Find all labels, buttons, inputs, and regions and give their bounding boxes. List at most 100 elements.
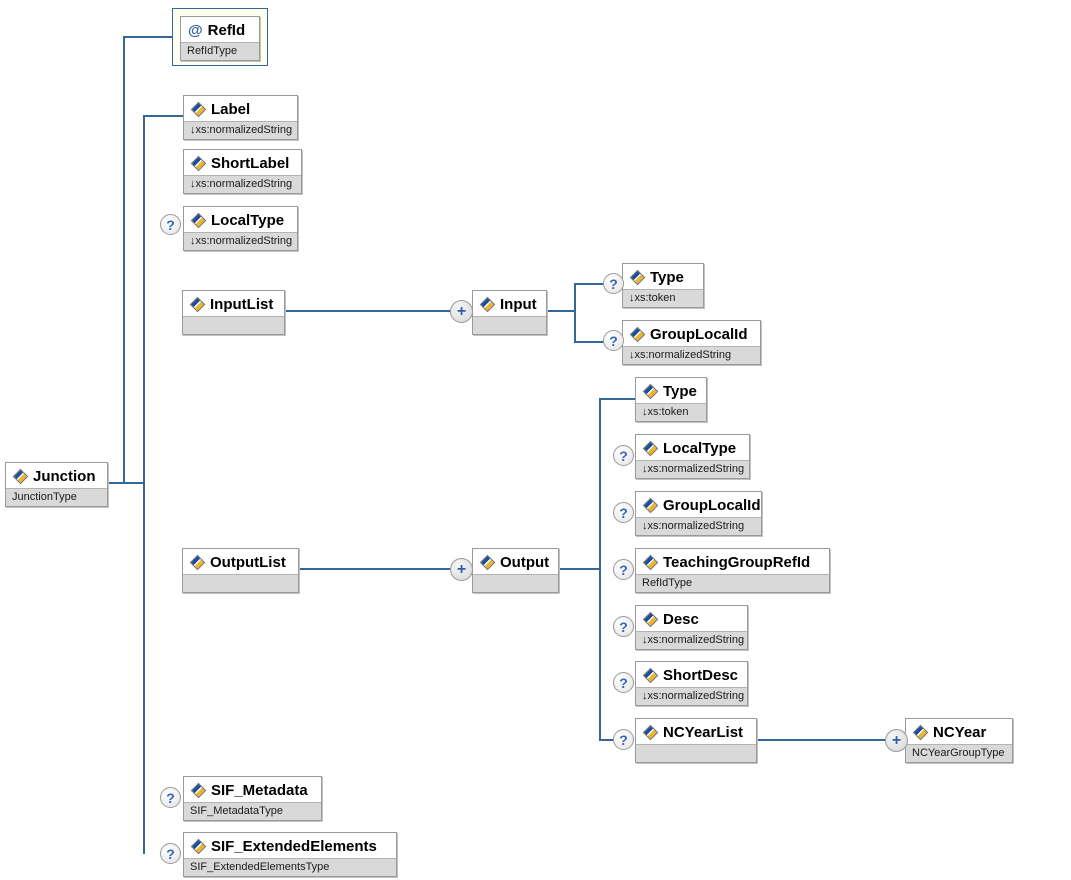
element-name: LocalType <box>663 439 737 457</box>
element-icon <box>629 326 646 342</box>
repeat-icon[interactable]: + <box>450 558 473 581</box>
element-icon <box>642 724 659 740</box>
element-name: SIF_Metadata <box>211 781 308 799</box>
element-type: ↓xs:normalizedString <box>623 346 760 364</box>
element-type: ↓xs:normalizedString <box>184 232 297 250</box>
element-type: RefIdType <box>636 574 829 592</box>
connector-line <box>559 568 601 570</box>
element-localtype[interactable]: LocalType ↓xs:normalizedString <box>183 206 298 251</box>
connector-line <box>143 115 145 854</box>
element-sif-metadata[interactable]: SIF_Metadata SIF_MetadataType <box>183 776 322 821</box>
optional-icon: ? <box>613 502 634 523</box>
element-icon <box>190 838 207 854</box>
element-icon <box>12 468 29 484</box>
element-type: ↓xs:normalizedString <box>636 631 747 649</box>
element-icon <box>912 724 929 740</box>
connector-line <box>599 398 601 741</box>
optional-icon: ? <box>603 273 624 294</box>
connector-line <box>108 482 145 484</box>
element-icon <box>190 101 207 117</box>
element-input-grouplocalid[interactable]: GroupLocalId ↓xs:normalizedString <box>622 320 761 365</box>
optional-icon: ? <box>613 729 634 750</box>
element-icon <box>642 554 659 570</box>
element-name: NCYearList <box>663 723 744 741</box>
repeat-icon[interactable]: + <box>450 300 473 323</box>
connector-line <box>299 568 451 570</box>
connector-line <box>599 739 615 741</box>
element-outputlist[interactable]: OutputList <box>182 548 299 593</box>
element-output-type[interactable]: Type ↓xs:token <box>635 377 707 422</box>
element-icon <box>190 212 207 228</box>
element-name: GroupLocalId <box>650 325 748 343</box>
optional-icon: ? <box>613 616 634 637</box>
attribute-refid[interactable]: @ RefId RefIdType <box>180 16 260 61</box>
element-type <box>473 316 546 334</box>
element-ncyearlist[interactable]: NCYearList <box>635 718 757 763</box>
connector-line <box>123 36 172 38</box>
element-icon <box>642 497 659 513</box>
element-type: ↓xs:normalizedString <box>636 517 761 535</box>
element-name: InputList <box>210 295 274 313</box>
element-type: NCYearGroupType <box>906 744 1012 762</box>
element-icon <box>642 611 659 627</box>
element-inputlist[interactable]: InputList <box>182 290 285 335</box>
element-icon <box>189 296 206 312</box>
element-name: Junction <box>33 467 96 485</box>
element-ncyear[interactable]: NCYear NCYearGroupType <box>905 718 1013 763</box>
connector-line <box>123 36 125 484</box>
element-icon <box>642 440 659 456</box>
element-icon <box>479 554 496 570</box>
element-name: Label <box>211 100 251 118</box>
optional-icon: ? <box>160 843 181 864</box>
element-output[interactable]: Output <box>472 548 559 593</box>
attribute-type: RefIdType <box>181 42 259 60</box>
connector-line <box>547 310 576 312</box>
element-type: SIF_MetadataType <box>184 802 321 820</box>
element-name: Desc <box>663 610 699 628</box>
element-name: SIF_ExtendedElements <box>211 837 377 855</box>
element-name: Output <box>500 553 550 571</box>
element-icon <box>642 383 659 399</box>
connector-line <box>757 739 886 741</box>
element-type <box>183 574 298 592</box>
connector-line <box>574 283 604 285</box>
optional-icon: ? <box>613 445 634 466</box>
element-icon <box>189 554 206 570</box>
element-name: NCYear <box>933 723 987 741</box>
element-icon <box>190 782 207 798</box>
element-type: SIF_ExtendedElementsType <box>184 858 396 876</box>
element-name: Input <box>500 295 537 313</box>
element-icon <box>479 296 496 312</box>
element-output-localtype[interactable]: LocalType ↓xs:normalizedString <box>635 434 750 479</box>
element-type: ↓xs:normalizedString <box>636 460 749 478</box>
element-name: Type <box>663 382 697 400</box>
optional-icon: ? <box>613 559 634 580</box>
element-shortlabel[interactable]: ShortLabel ↓xs:normalizedString <box>183 149 302 194</box>
connector-line <box>574 341 604 343</box>
element-icon <box>190 155 207 171</box>
connector-line <box>574 283 576 343</box>
element-name: LocalType <box>211 211 285 229</box>
element-input[interactable]: Input <box>472 290 547 335</box>
element-output-grouplocalid[interactable]: GroupLocalId ↓xs:normalizedString <box>635 491 762 536</box>
repeat-icon[interactable]: + <box>885 729 908 752</box>
element-input-type[interactable]: Type ↓xs:token <box>622 263 704 308</box>
element-type: ↓xs:normalizedString <box>184 121 297 139</box>
element-name: Type <box>650 268 684 286</box>
element-shortdesc[interactable]: ShortDesc ↓xs:normalizedString <box>635 661 748 706</box>
element-teachinggrouprefid[interactable]: TeachingGroupRefId RefIdType <box>635 548 830 593</box>
attribute-container: @ RefId RefIdType <box>172 8 268 66</box>
element-type: ↓xs:token <box>636 403 706 421</box>
element-label[interactable]: Label ↓xs:normalizedString <box>183 95 298 140</box>
optional-icon: ? <box>613 672 634 693</box>
optional-icon: ? <box>603 330 624 351</box>
element-type <box>473 574 558 592</box>
element-desc[interactable]: Desc ↓xs:normalizedString <box>635 605 748 650</box>
attribute-icon: @ <box>188 21 203 39</box>
element-type <box>183 316 284 334</box>
element-junction[interactable]: Junction JunctionType <box>5 462 108 507</box>
element-type: ↓xs:normalizedString <box>184 175 301 193</box>
connector-line <box>599 398 635 400</box>
element-sif-extendedelements[interactable]: SIF_ExtendedElements SIF_ExtendedElement… <box>183 832 397 877</box>
